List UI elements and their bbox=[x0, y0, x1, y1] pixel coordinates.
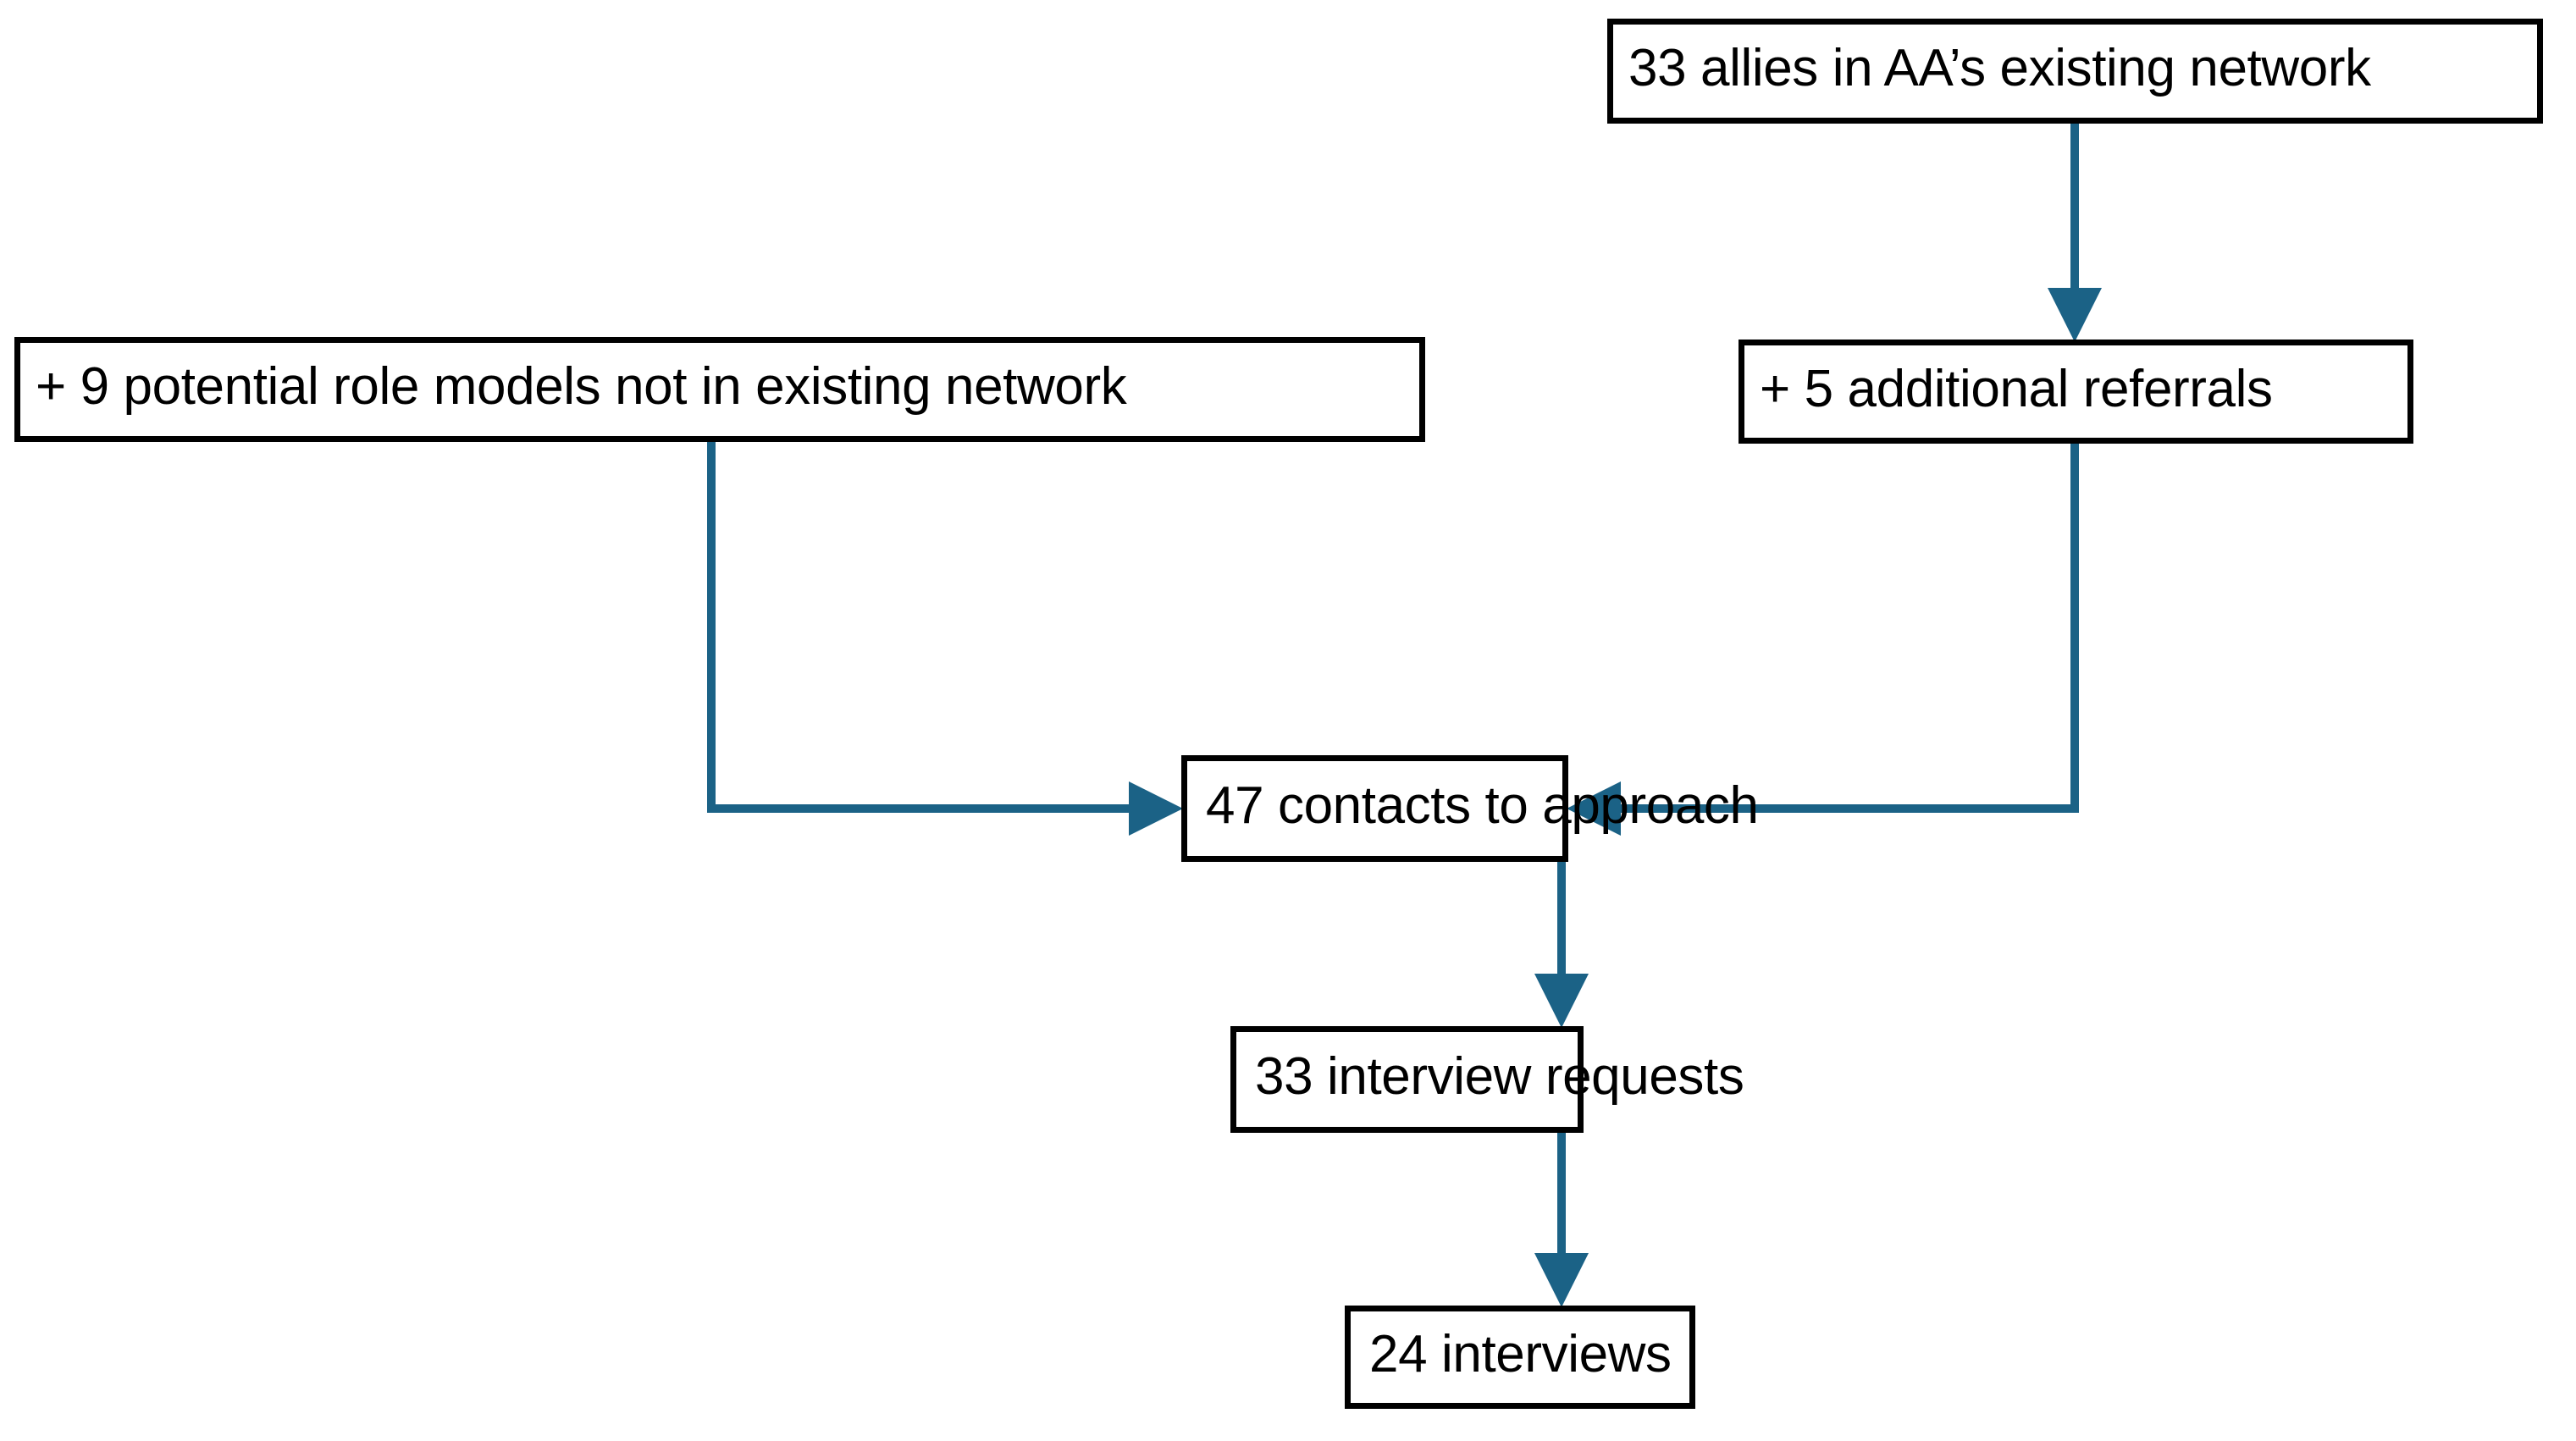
node-role-models[interactable]: + 9 potential role models not in existin… bbox=[14, 337, 1425, 442]
node-allies-label: 33 allies in AA’s existing network bbox=[1628, 39, 2371, 98]
edge-allies-to-referrals bbox=[2048, 124, 2102, 342]
node-requests-label: 33 interview requests bbox=[1255, 1047, 1744, 1107]
node-contacts-label: 47 contacts to approach bbox=[1206, 776, 1759, 836]
edge-role-models-to-contacts bbox=[707, 442, 1183, 836]
node-referrals-label: + 5 additional referrals bbox=[1760, 359, 2273, 418]
node-interviews[interactable]: 24 interviews bbox=[1345, 1306, 1695, 1409]
node-requests[interactable]: 33 interview requests bbox=[1230, 1026, 1744, 1133]
edge-requests-to-interviews bbox=[1534, 1133, 1589, 1307]
node-referrals[interactable]: + 5 additional referrals bbox=[1739, 340, 2413, 444]
edge-contacts-to-requests bbox=[1534, 862, 1589, 1028]
node-allies[interactable]: 33 allies in AA’s existing network bbox=[1607, 19, 2543, 124]
node-interviews-label: 24 interviews bbox=[1369, 1325, 1672, 1384]
node-contacts[interactable]: 47 contacts to approach bbox=[1181, 755, 1759, 862]
node-role-models-label: + 9 potential role models not in existin… bbox=[36, 357, 1127, 417]
